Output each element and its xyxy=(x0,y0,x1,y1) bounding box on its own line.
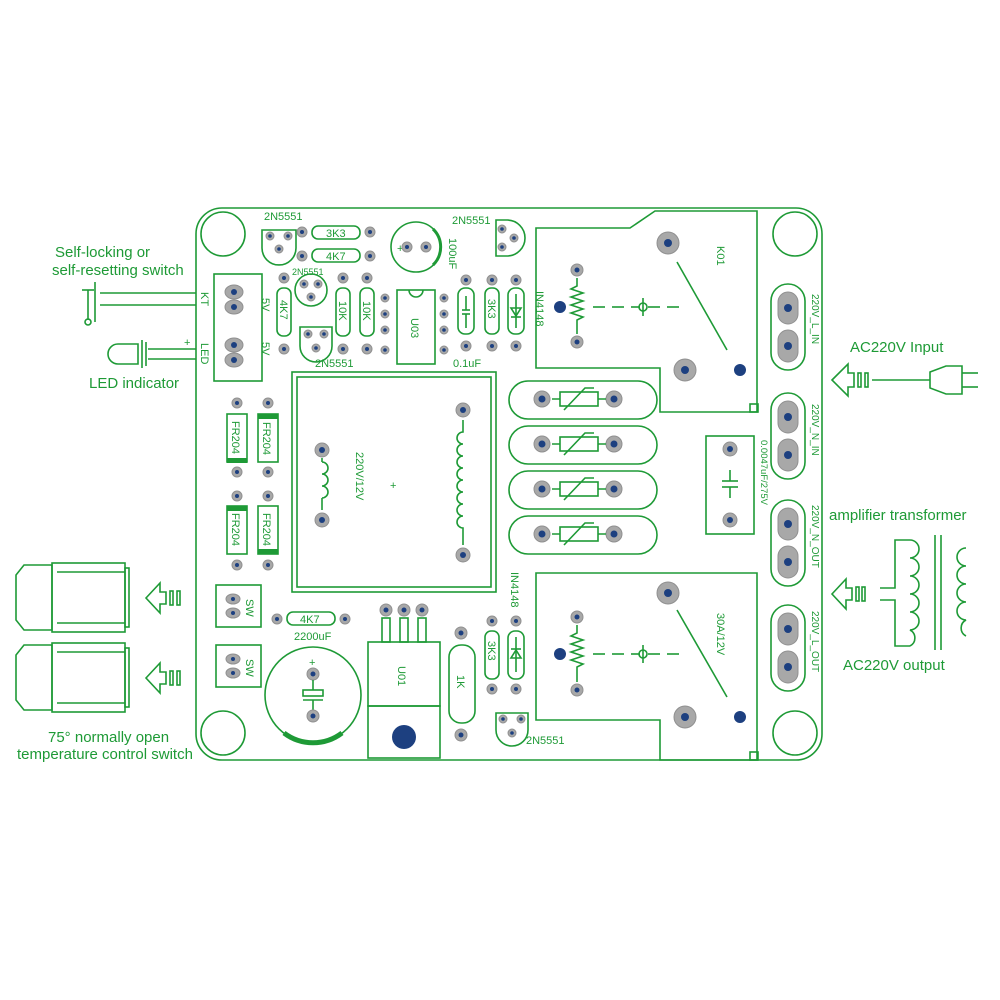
cap-100uf-label: 100uF xyxy=(446,238,458,269)
diode-top-label: IN4148 xyxy=(533,291,545,326)
svg-text:FR204: FR204 xyxy=(260,422,272,455)
sw-1-connector xyxy=(215,584,262,628)
ac-plug-icon xyxy=(830,362,978,398)
svg-text:FR204: FR204 xyxy=(229,513,241,546)
cap-01uf-label: 0.1uF xyxy=(453,358,481,370)
cap-x-label: 0.0047uF/275V xyxy=(758,440,769,506)
relay-bottom-outline xyxy=(535,572,758,761)
r-10k-b: 10K xyxy=(360,301,372,321)
ac-output-label: AC220V output xyxy=(843,657,946,674)
svg-text:+: + xyxy=(309,657,315,669)
svg-text:+: + xyxy=(397,243,403,255)
temp-switch-1-icon xyxy=(15,562,181,633)
svg-text:220V_N_OUT: 220V_N_OUT xyxy=(809,505,820,568)
led-plus: + xyxy=(184,337,190,349)
led-icon xyxy=(107,340,196,368)
q-top-right-label: 2N5551 xyxy=(452,215,491,227)
svg-text:220V_L_OUT: 220V_L_OUT xyxy=(809,611,820,672)
sw-1-label: SW xyxy=(243,599,255,617)
mount-hole-tr xyxy=(772,211,818,257)
diode-low-label: IN4148 xyxy=(508,572,520,607)
svg-text:220V_N_IN: 220V_N_IN xyxy=(809,404,820,456)
conn-5v-a: 5V xyxy=(259,298,271,312)
relay-bottom-label: 30A/12V xyxy=(714,613,726,656)
conn-kt-label: KT xyxy=(198,292,210,306)
transformer-outline-outer xyxy=(291,371,497,593)
led-minus: - xyxy=(185,353,189,365)
r-3k3-mid: 3K3 xyxy=(485,299,497,319)
fuse-4: FR204 xyxy=(257,490,279,571)
svg-text:220V_L_IN: 220V_L_IN xyxy=(809,294,820,344)
svg-text:FR204: FR204 xyxy=(229,421,241,454)
reg-u01-label: U01 xyxy=(395,666,407,686)
temp-switch-label-1: 75° normally open xyxy=(48,729,169,746)
r-10k-a: 10K xyxy=(336,301,348,321)
temp-switch-2-icon xyxy=(15,642,181,713)
varistor-4 xyxy=(508,515,658,555)
cap-2200uf-label: 2200uF xyxy=(294,631,332,643)
varistor-2 xyxy=(508,425,658,465)
relay-top-outline xyxy=(535,210,758,413)
r-1k-label: 1K xyxy=(454,675,466,689)
led-indicator-label: LED indicator xyxy=(89,375,179,392)
mount-hole-bl xyxy=(200,710,246,756)
terminal-l-out: 220V_L_OUT xyxy=(770,604,820,692)
q-bottom-right-label: 2N5551 xyxy=(526,735,565,747)
transformer-icon xyxy=(830,535,967,650)
ic-u03-outline xyxy=(396,289,436,365)
transformer-plus: + xyxy=(390,480,396,492)
switch-label-2: self-resetting switch xyxy=(52,262,184,279)
q-top-left-label: 2N5551 xyxy=(264,211,303,223)
fuse-2: FR204 xyxy=(257,397,279,478)
mount-hole-tl xyxy=(200,211,246,257)
r-4k7-vert: 4K7 xyxy=(277,300,289,320)
fuse-3: FR204 xyxy=(226,490,248,571)
r-4k7-low: 4K7 xyxy=(300,614,320,626)
sw-2-connector xyxy=(215,644,262,688)
conn-5v-b: 5V xyxy=(259,342,271,356)
varistor-3 xyxy=(508,470,658,510)
push-switch-icon xyxy=(82,282,196,326)
r-3k3-low: 3K3 xyxy=(485,641,497,661)
terminal-l-in: 220V_L_IN xyxy=(770,283,820,371)
switch-label-1: Self-locking or xyxy=(55,244,150,261)
q-lower-left-label: 2N5551 xyxy=(315,358,354,370)
q-mid-left-label: 2N5551 xyxy=(292,267,324,277)
svg-text:FR204: FR204 xyxy=(260,513,272,546)
r-3k3-top: 3K3 xyxy=(326,228,346,240)
conn-led-label: LED xyxy=(198,343,210,364)
transformer-outline-inner xyxy=(296,376,492,588)
r-4k7-top: 4K7 xyxy=(326,251,346,263)
terminal-n-out: 220V_N_OUT xyxy=(770,499,820,587)
terminal-n-in: 220V_N_IN xyxy=(770,392,820,480)
relay-top-label: K01 xyxy=(714,246,726,266)
fuse-1: FR204 xyxy=(226,397,248,478)
varistor-1 xyxy=(508,380,658,420)
ac-input-label: AC220V Input xyxy=(850,339,944,356)
reg-u01-tab xyxy=(367,705,441,759)
sw-2-label: SW xyxy=(243,659,255,677)
temp-switch-label-2: temperature control switch xyxy=(17,746,193,763)
ic-u03-label: U03 xyxy=(408,318,420,338)
transformer-label: 220V/12V xyxy=(353,452,365,501)
kt-led-connector xyxy=(213,273,263,382)
board-outline xyxy=(195,207,823,761)
cap-x-outline xyxy=(705,435,755,535)
mount-hole-br xyxy=(772,710,818,756)
amp-transformer-label: amplifier transformer xyxy=(829,507,967,524)
